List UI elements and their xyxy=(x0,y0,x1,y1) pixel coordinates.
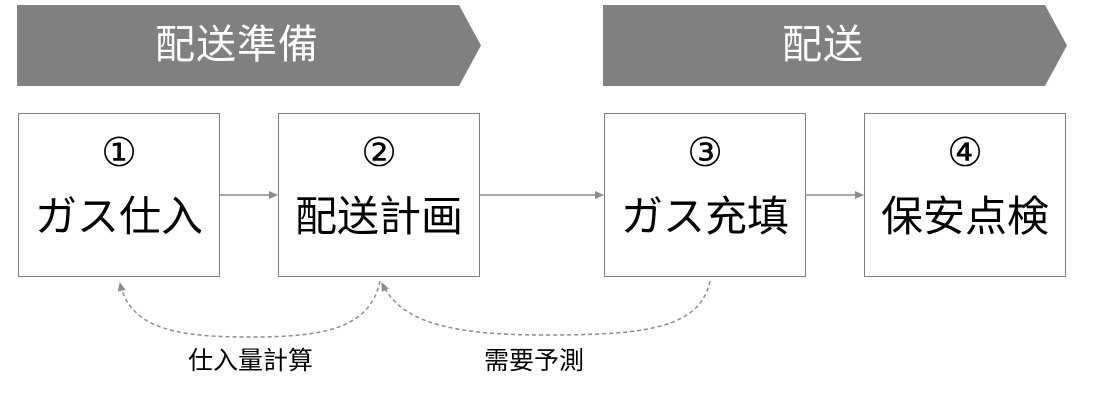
chevron-shape xyxy=(17,5,481,86)
step-number: ① xyxy=(101,130,137,176)
phase-label-preparation: 配送準備 xyxy=(155,22,319,68)
feedback-label-demand-forecast: 需要予測 xyxy=(484,346,585,375)
phase-label-delivery: 配送 xyxy=(782,22,864,68)
feedback-arrow-step2-to-step1 xyxy=(117,280,381,338)
step-name: 配送計画 xyxy=(294,192,463,241)
feedback-label-purchase-calc: 仕入量計算 xyxy=(188,346,314,375)
step-box-delivery-plan: ② 配送計画 xyxy=(278,113,480,277)
step-name: 保安点検 xyxy=(880,192,1049,241)
chevron-shape xyxy=(603,5,1067,86)
step-box-safety-inspection: ④ 保安点検 xyxy=(864,113,1066,277)
phase-banner-delivery: 配送 xyxy=(603,5,1067,86)
phase-banner-preparation: 配送準備 xyxy=(17,5,481,86)
step-number: ④ xyxy=(947,130,983,176)
step-number: ③ xyxy=(687,130,723,176)
feedback-arrow-step3-to-step2 xyxy=(381,280,711,336)
step-number: ② xyxy=(361,130,397,176)
step-box-gas-purchase: ① ガス仕入 xyxy=(18,113,220,277)
step-box-gas-filling: ③ ガス充填 xyxy=(604,113,806,277)
step-name: ガス充填 xyxy=(620,192,789,241)
step-name: ガス仕入 xyxy=(34,192,203,241)
